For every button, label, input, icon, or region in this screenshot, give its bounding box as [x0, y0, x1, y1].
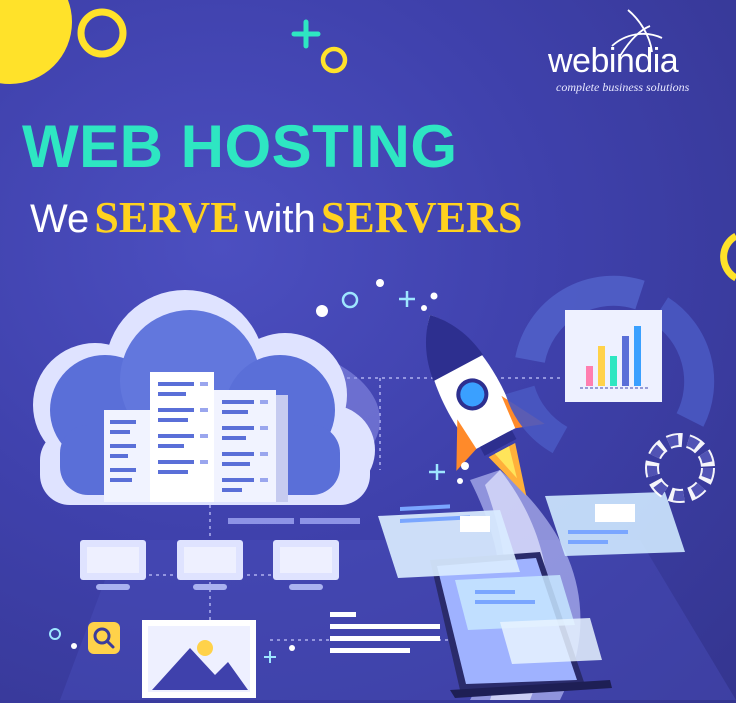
ring-dot	[341, 291, 359, 309]
chart-bar	[598, 346, 605, 386]
globe-logo-icon	[611, 9, 663, 57]
divider-bar	[228, 518, 294, 524]
dot	[421, 305, 427, 311]
dot	[376, 279, 384, 287]
headline-title: WEB HOSTING	[22, 113, 458, 180]
headline-subtitle: We SERVE with SERVERS	[30, 190, 590, 255]
search-icon[interactable]	[88, 622, 120, 654]
image-icon	[142, 620, 256, 698]
ring-dot	[49, 628, 61, 640]
dot	[457, 478, 463, 484]
chart-bar	[586, 366, 593, 386]
plus-icon	[264, 651, 276, 663]
subtitle-with: with	[244, 197, 316, 241]
yellow-ring-large	[77, 8, 127, 58]
chart-bar	[634, 326, 641, 386]
window-panel	[378, 504, 520, 578]
brand-name: webindia	[548, 42, 679, 80]
window-panel	[500, 618, 602, 664]
ring-arc	[505, 275, 715, 454]
bar-chart-icon	[565, 310, 662, 402]
plus-icon	[291, 19, 321, 49]
yellow-ring-right	[720, 232, 736, 282]
text-lines	[330, 612, 440, 653]
server-icon	[104, 372, 288, 502]
corner-yellow-blob	[0, 0, 72, 84]
yellow-ring-small	[320, 46, 348, 74]
divider-bar	[300, 518, 360, 524]
dot	[316, 305, 328, 317]
subtitle-servers: SERVERS	[320, 193, 523, 242]
dot	[289, 645, 295, 651]
plus-icon	[399, 291, 415, 307]
chart-bar	[622, 336, 629, 386]
chart-bar	[610, 356, 617, 386]
dot	[71, 643, 77, 649]
dot	[430, 292, 438, 300]
dot	[461, 462, 469, 470]
brand-tagline: complete business solutions	[556, 80, 690, 94]
brand-logo: webindia complete business solutions	[548, 42, 728, 95]
monitor-icon	[80, 540, 339, 590]
donut-chart-icon	[645, 433, 715, 503]
window-panel	[545, 492, 685, 556]
window-panel	[455, 575, 575, 630]
subtitle-serve: SERVE	[94, 193, 240, 242]
plus-icon	[429, 464, 445, 480]
subtitle-we: We	[30, 197, 90, 241]
